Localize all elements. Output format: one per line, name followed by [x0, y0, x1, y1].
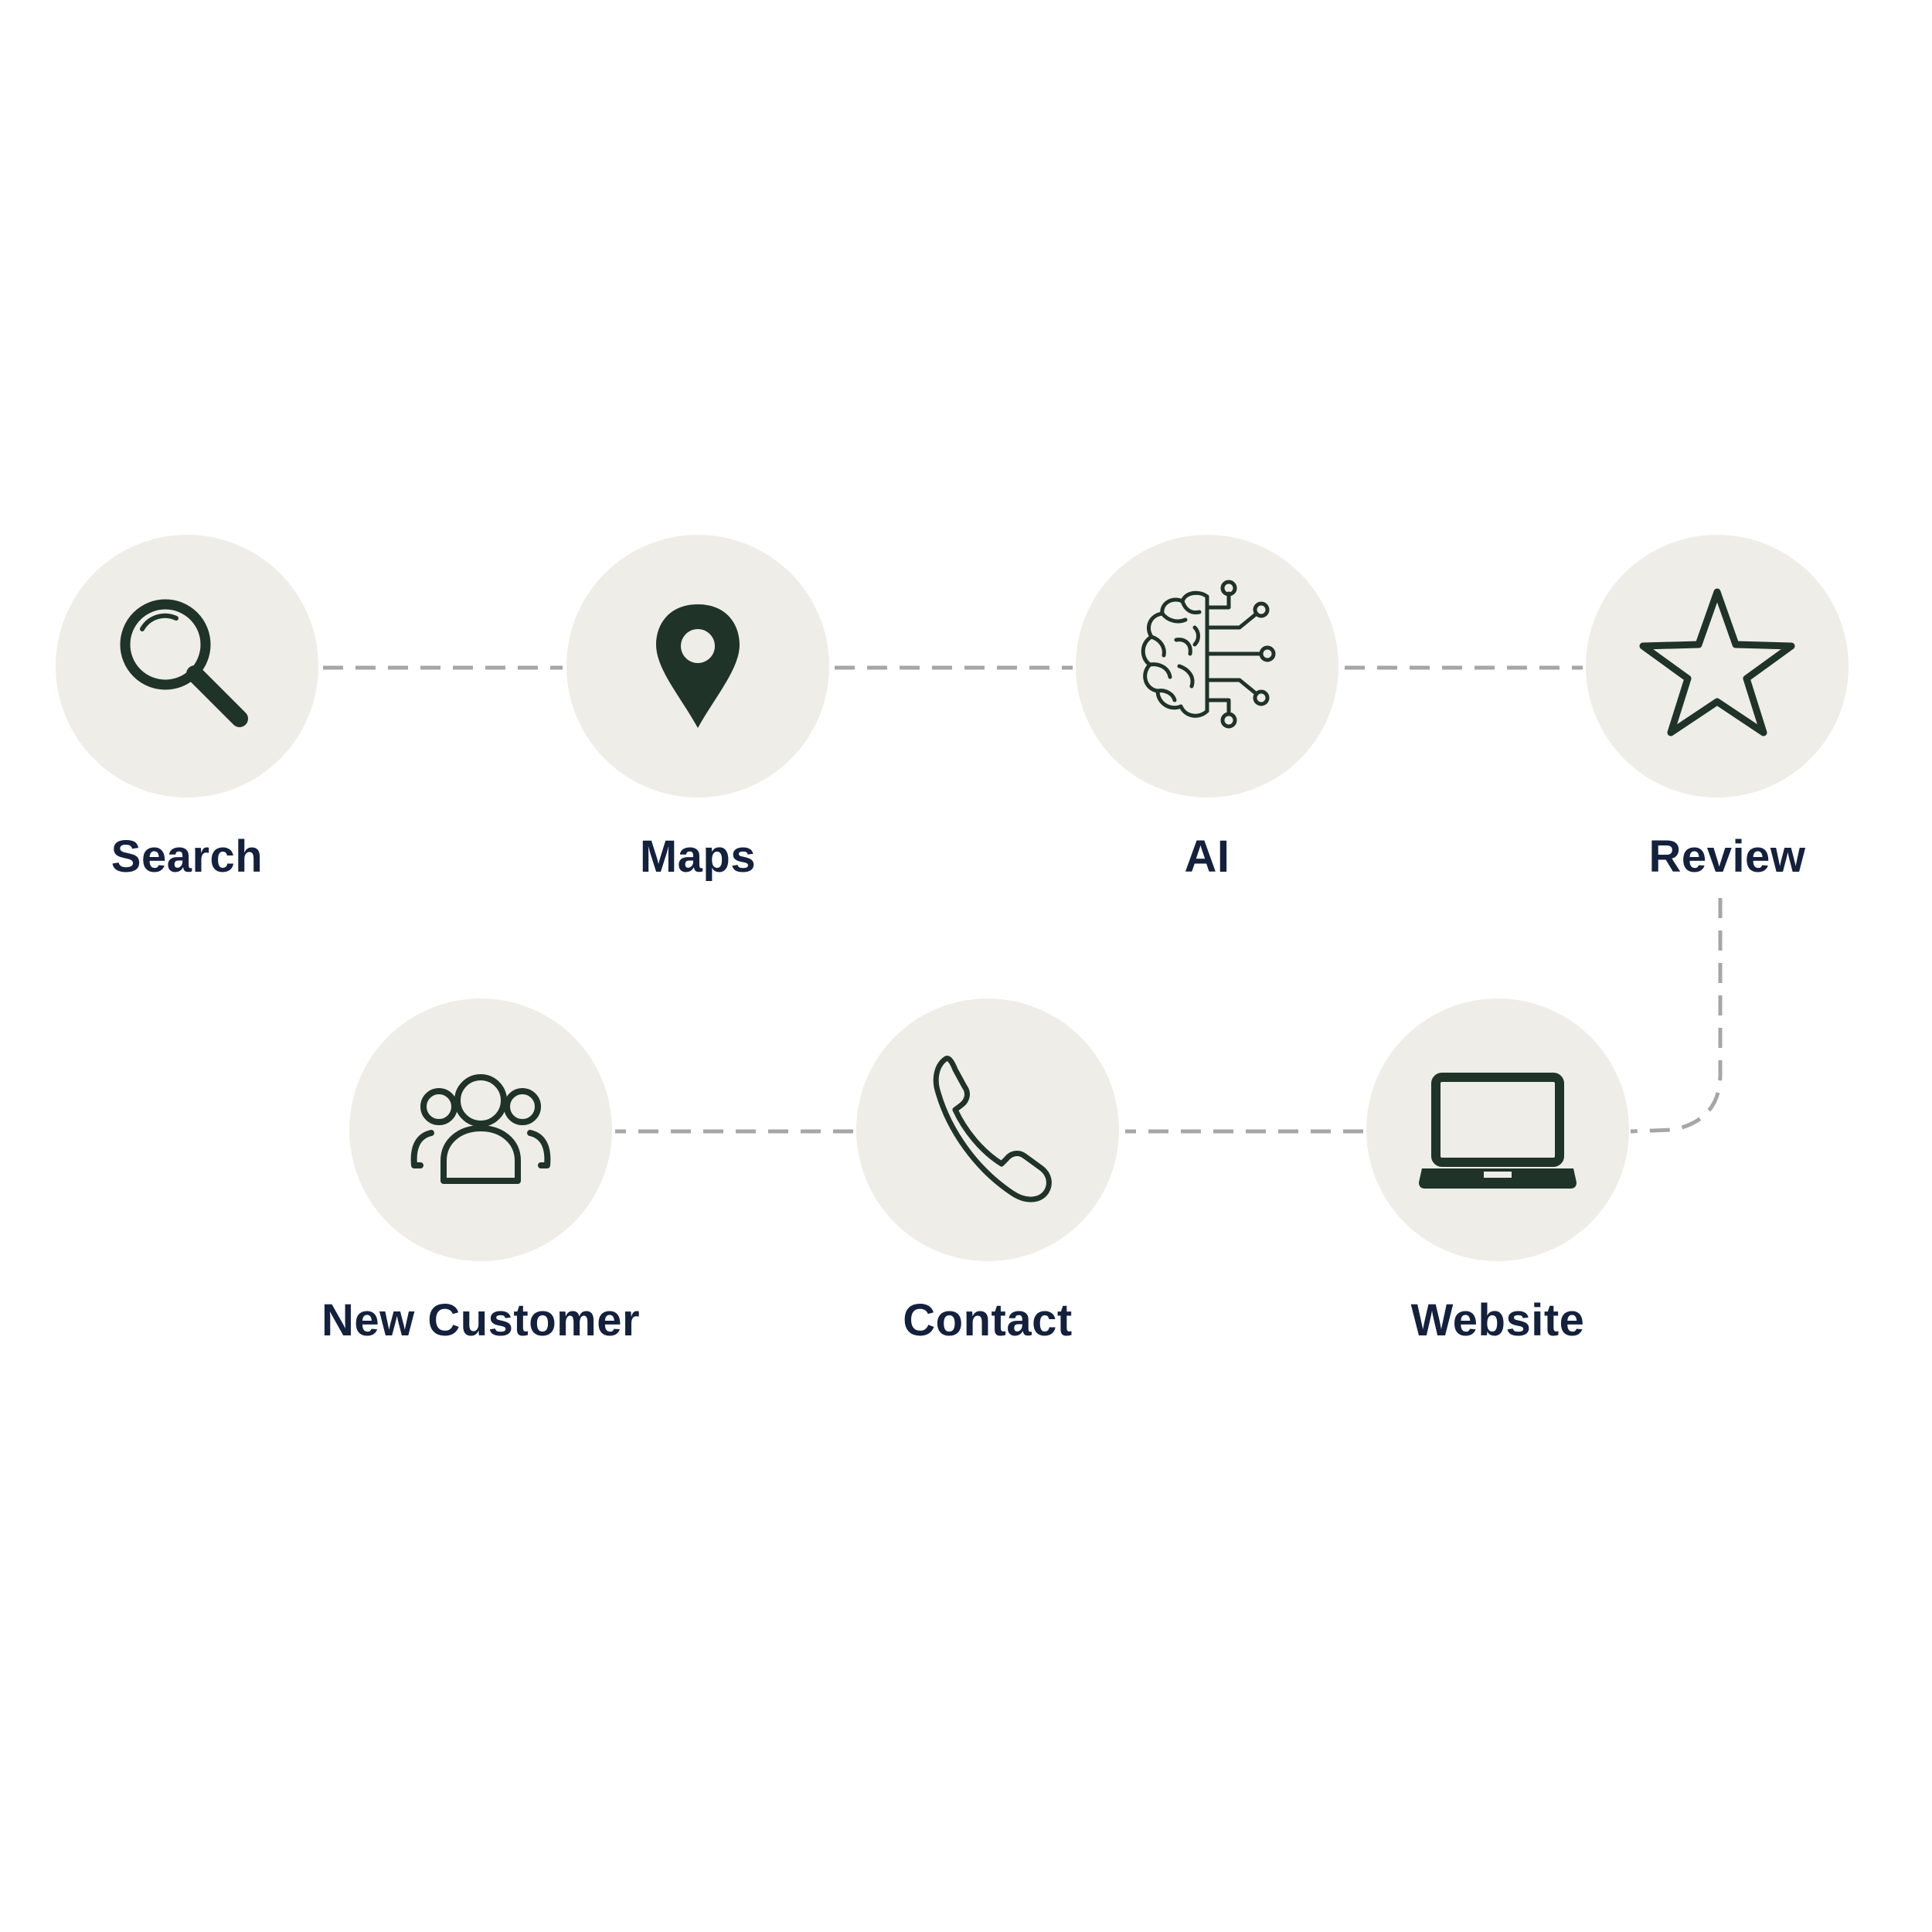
map-pin-icon	[656, 604, 740, 728]
step-label-new-customer: New Customer	[321, 1295, 641, 1345]
website-step-circle	[1366, 998, 1629, 1261]
ai-step-circle	[1076, 535, 1338, 798]
magnifier-icon	[120, 599, 248, 727]
review-step-circle	[1586, 535, 1849, 798]
step-label-ai: AI	[1184, 832, 1230, 882]
laptop-icon	[1419, 1073, 1577, 1189]
phone-icon	[933, 1056, 1052, 1202]
star-icon	[1639, 588, 1795, 736]
step-label-website: Website	[1410, 1295, 1585, 1345]
new-customer-step-circle	[349, 998, 612, 1261]
search-step-circle	[56, 535, 318, 798]
maps-step-circle	[566, 535, 829, 798]
brain-circuit-icon	[1141, 580, 1276, 729]
step-label-search: Search	[111, 832, 264, 882]
people-group-icon	[410, 1074, 551, 1184]
step-label-review: Review	[1648, 832, 1806, 882]
step-label-contact: Contact	[903, 1295, 1073, 1345]
step-label-maps: Maps	[639, 832, 757, 882]
contact-step-circle	[856, 998, 1119, 1261]
connector-review-website	[1630, 898, 1723, 1134]
